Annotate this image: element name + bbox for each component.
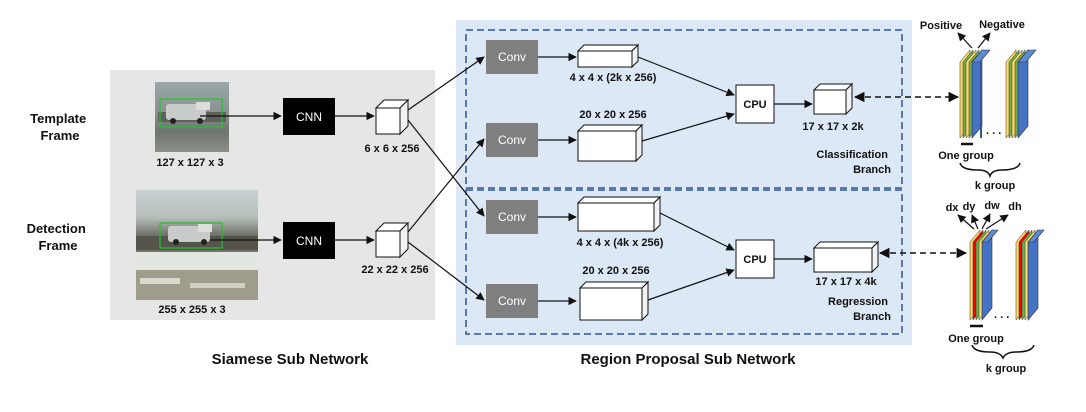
dy-arrow (971, 214, 979, 230)
feat-bottom-dim: 22 x 22 x 256 (361, 264, 428, 276)
dx-label: dx (946, 202, 960, 214)
conv-cls-bottom (486, 123, 538, 157)
reg-one-group-label: One group (948, 333, 1004, 345)
conv-reg-top-label: Conv (498, 210, 526, 224)
conv-cls-top-label: Conv (498, 50, 526, 64)
classification-branch-label: Classification Branch (816, 149, 891, 176)
dh-label: dh (1008, 201, 1022, 213)
dh-arrow (985, 214, 1009, 230)
reg-stack-first (969, 229, 999, 321)
dx-arrow (957, 214, 975, 230)
positive-arrow (957, 32, 973, 49)
cpu-reg-label: CPU (743, 254, 766, 266)
regression-branch-label: Regression Branch (828, 296, 891, 323)
reg-conv-top-dim: 4 x 4 x (4k x 256) (577, 237, 664, 249)
cnn-bottom-box (283, 222, 335, 259)
arrow-feat-bottom-to-cls-conv-bottom (407, 138, 485, 233)
template-frame-label: Template Frame (30, 111, 90, 143)
cls-k-group-brace (959, 162, 1021, 179)
cpu-reg-box (735, 239, 775, 279)
cls-out-dim: 17 x 17 x 2k (802, 121, 864, 133)
reg-k-group-brace (971, 344, 1035, 360)
siamese-title: Siamese Sub Network (212, 351, 369, 368)
cls-stack-first (959, 49, 991, 139)
rpn-title: Region Proposal Sub Network (580, 351, 796, 368)
cnn-top-label: CNN (296, 110, 322, 124)
conv-reg-top (486, 200, 538, 234)
detection-frame-label: Detection Frame (27, 221, 90, 253)
slab-cls-top (576, 43, 640, 69)
dw-label: dw (984, 200, 1000, 212)
cls-k-group-label: k group (975, 180, 1016, 192)
arrow-feat-bottom-to-reg-conv-bottom (407, 241, 485, 301)
cnn-top-box (283, 98, 335, 135)
negative-label: Negative (979, 19, 1025, 31)
cls-conv-top-dim: 4 x 4 x (2k x 256) (570, 72, 657, 84)
cls-ellipsis: . . . (986, 125, 1001, 137)
feature-cube-bottom (374, 221, 410, 259)
detection-image (136, 190, 258, 300)
reg-stack-last (1015, 229, 1045, 321)
dy-label: dy (963, 201, 977, 213)
output-cube-cls (812, 82, 854, 116)
cpu-cls-label: CPU (743, 99, 766, 111)
arrow-reg-top-to-cpu (659, 212, 735, 251)
slab-reg-bottom (578, 280, 650, 322)
reg-out-dim: 17 x 17 x 4k (815, 276, 877, 288)
reg-conv-bottom-dim: 20 x 20 x 256 (582, 265, 649, 277)
reg-k-group-label: k group (986, 363, 1027, 375)
cls-conv-bottom-dim: 20 x 20 x 256 (579, 109, 646, 121)
arrow-cls-bottom-to-cpu (641, 112, 735, 142)
reg-ellipsis: . . . (994, 309, 1009, 321)
cls-one-group-label: One group (938, 150, 994, 162)
cls-stack-last (1005, 49, 1037, 139)
dw-arrow (981, 213, 991, 230)
negative-arrow (977, 32, 991, 49)
arrow-cls-top-to-cpu (637, 56, 735, 97)
conv-cls-bottom-label: Conv (498, 133, 526, 147)
conv-reg-bottom-label: Conv (498, 294, 526, 308)
feature-cube-top (374, 98, 410, 136)
regression-branch-box (465, 189, 903, 335)
detection-dim: 255 x 255 x 3 (158, 304, 225, 316)
slab-reg-top (576, 195, 662, 233)
positive-label: Positive (920, 20, 962, 32)
slab-cls-bottom (576, 123, 644, 163)
template-dim: 127 x 127 x 3 (156, 157, 223, 169)
arrow-feat-top-to-cls-conv-top (407, 56, 485, 111)
cnn-bottom-label: CNN (296, 234, 322, 248)
conv-cls-top (486, 40, 538, 74)
arrow-feat-top-to-reg-conv-top (407, 119, 485, 217)
feat-top-dim: 6 x 6 x 256 (364, 143, 419, 155)
output-cube-reg (812, 240, 880, 274)
template-image (155, 82, 229, 152)
arrow-reg-bottom-to-cpu (647, 268, 735, 301)
conv-reg-bottom (486, 284, 538, 318)
